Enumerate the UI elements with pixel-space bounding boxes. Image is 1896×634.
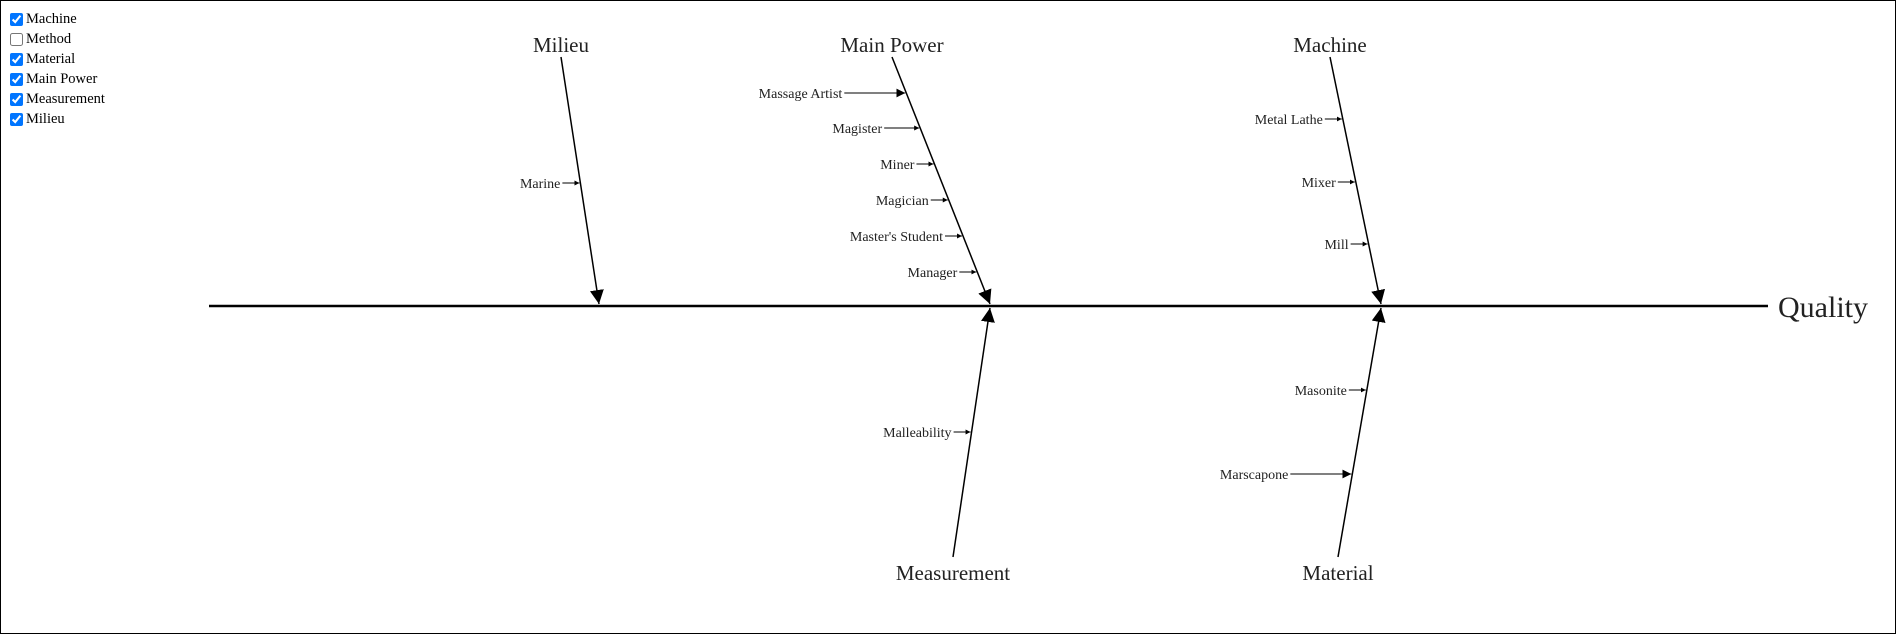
filter-measurement-label: Measurement — [26, 91, 105, 107]
filter-machine-label: Machine — [26, 11, 77, 27]
filter-method[interactable]: Method — [10, 29, 105, 49]
cause-label-masonite: Masonite — [1295, 384, 1347, 399]
cause-label-marscapone: Marscapone — [1220, 468, 1288, 483]
filter-main-power-label: Main Power — [26, 71, 98, 87]
category-label-measurement: Measurement — [896, 561, 1010, 585]
filter-material-label: Material — [26, 51, 76, 67]
filter-measurement[interactable]: Measurement — [10, 89, 105, 109]
cause-label-manager: Manager — [908, 266, 958, 281]
filter-material-checkbox[interactable] — [10, 52, 23, 66]
category-label-material: Material — [1302, 561, 1373, 585]
cause-label-magister: Magister — [832, 122, 882, 137]
cause-label-massage-artist: Massage Artist — [759, 87, 843, 102]
filter-method-label: Method — [26, 31, 72, 47]
bone-machine — [1329, 56, 1386, 305]
filter-machine[interactable]: Machine — [10, 9, 105, 29]
effect-label: Quality — [1778, 291, 1868, 324]
bone-milieu — [560, 56, 604, 305]
filter-milieu-label: Milieu — [26, 111, 65, 127]
category-label-milieu: Milieu — [533, 33, 589, 57]
bone-material — [1337, 307, 1386, 558]
bone-measurement — [952, 307, 995, 558]
filter-method-checkbox[interactable] — [10, 32, 23, 46]
cause-label-mill: Mill — [1324, 238, 1348, 253]
category-label-main-power: Main Power — [840, 33, 943, 57]
filter-measurement-checkbox[interactable] — [10, 92, 23, 106]
cause-label-magician: Magician — [876, 194, 929, 209]
filter-milieu[interactable]: Milieu — [10, 109, 105, 129]
filter-material[interactable]: Material — [10, 49, 105, 69]
cause-label-miner: Miner — [880, 158, 915, 173]
bone-main-power — [891, 56, 992, 305]
category-measurement: Measurement Malleability — [883, 307, 1010, 585]
category-label-machine: Machine — [1293, 33, 1366, 57]
filter-main-power-checkbox[interactable] — [10, 72, 23, 86]
cause-label-marine: Marine — [520, 177, 560, 192]
filter-main-power[interactable]: Main Power — [10, 69, 105, 89]
filter-machine-checkbox[interactable] — [10, 12, 23, 26]
filter-milieu-checkbox[interactable] — [10, 112, 23, 126]
cause-label-malleability: Malleability — [883, 426, 951, 441]
cause-label-mixer: Mixer — [1302, 176, 1337, 191]
cause-label-metal-lathe: Metal Lathe — [1255, 113, 1323, 128]
category-filter-list: Machine Method Material Main Power Measu… — [10, 9, 105, 129]
cause-label-master-s-student: Master's Student — [850, 230, 943, 245]
